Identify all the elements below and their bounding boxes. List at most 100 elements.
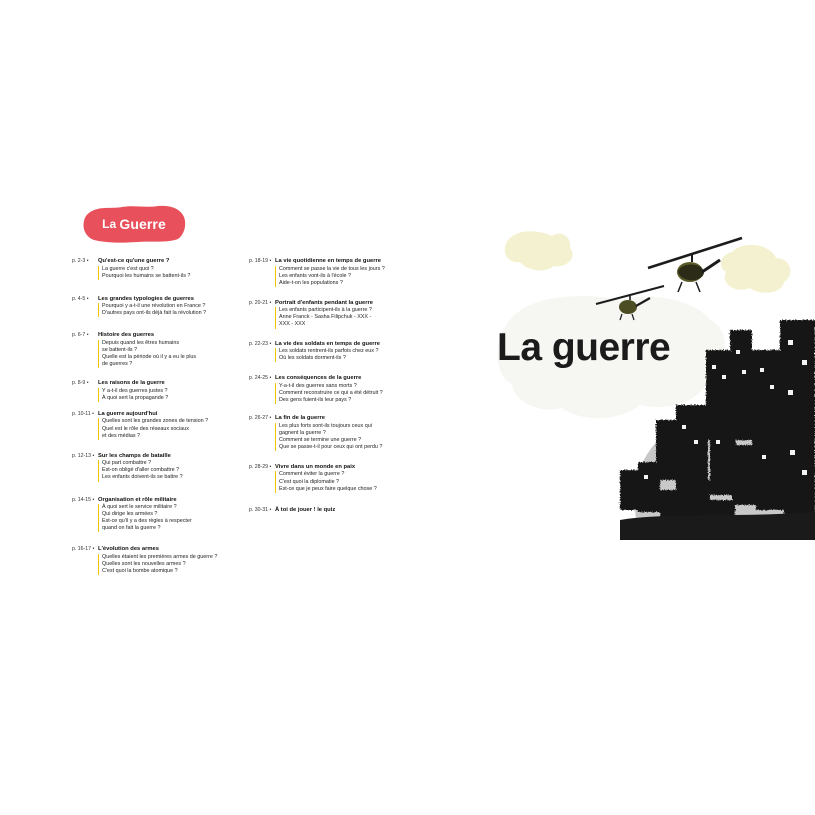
toc-question: C'est quoi la bombe atomique ? [102,568,178,575]
toc-question-list: Comment éviter la guerre ?C'est quoi la … [275,471,414,493]
toc-chapter-title: La fin de la guerre [275,415,325,422]
toc-question-list: Pourquoi y a-t-il une révolution en Fran… [98,303,247,318]
toc-question: Comment se termine une guerre ? [279,436,362,443]
toc-question: Pourquoi les humains se battent-ils ? [102,272,191,279]
toc-entry-header: p. 20-21 •Portrait d'enfants pendant la … [249,300,414,306]
toc-page-number: p. 20-21 • [249,299,272,306]
ruined-city-silhouette [620,320,815,530]
toc-entry-header: p. 8-9 • Les raisons de la guerre [72,380,247,386]
toc-question: Depuis quand les êtres humains se batten… [102,339,180,353]
toc-entry-header: p. 16-17 •L'évolution des armes [72,546,247,552]
toc-entry-header: p. 14-15 •Organisation et rôle militaire [72,497,247,503]
toc-question: C'est quoi la diplomatie ? [279,478,340,485]
toc-page-number: p. 6-7 • [72,332,89,339]
toc-entry-header: p. 30-31 •À toi de jouer ! le quiz [249,507,414,513]
toc-chapter-title: Qu'est-ce qu'une guerre ? [98,258,170,264]
toc-page-number: p. 12-13 • [72,452,95,459]
toc-question: Quel est le rôle des réseaux sociaux et … [102,425,189,439]
toc-entry-header: p. 4-5 • Les grandes typologies de guerre… [72,296,247,302]
toc-question-list: Quelles sont les grandes zones de tensio… [98,418,247,440]
toc-chapter-title: Organisation et rôle militaire [98,496,177,503]
toc-question: Les soldats rentrent-ils parfois chez eu… [279,348,379,355]
toc-chapter-title: Les conséquences de la guerre [275,375,362,382]
toc-page-number: p. 22-23 • [249,340,272,347]
toc-page-number: p. 4-5 • [72,295,89,302]
toc-entry: p. 18-19 •La vie quotidienne en temps de… [249,258,414,287]
toc-question-list: À quoi sert le service militaire ?Qui di… [98,504,247,533]
toc-chapter-title: La vie des soldats en temps de guerre [275,340,381,347]
toc-entry-header: p. 22-23 •La vie des soldats en temps de… [249,341,414,347]
toc-question: La guerre c'est quoi ? [102,265,154,272]
toc-question-list: Les enfants participent-ils à la guerre … [275,307,414,329]
toc-page-number: p. 10-11 • [72,410,94,417]
toc-question-list: Depuis quand les êtres humains se batten… [98,339,247,369]
toc-entry-header: p. 2-3 •Qu'est-ce qu'une guerre ? [72,258,247,264]
toc-entry-header: p. 24-25 •Les conséquences de la guerre [249,375,414,381]
toc-chapter-title: La guerre aujourd'hui [98,410,158,417]
helicopter-large-icon [647,236,743,293]
toc-question-list: Les plus forts sont-ils toujours ceux qu… [275,422,414,451]
toc-question-list: La guerre c'est quoi ?Pourquoi les humai… [98,265,247,280]
toc-entry-header: p. 6-7 • Histoire des guerres [72,332,247,338]
toc-question: Les enfants participent-ils à la guerre … [279,307,372,314]
toc-question: À quoi sert le service militaire ? [102,504,177,510]
toc-question: Anne Franck - Sasha Filipchuk - XXX - XX… [279,314,372,328]
smoke-cloud [497,296,725,419]
toc-question: Comment éviter la guerre ? [279,471,345,478]
toc-question-list: Y-a-t-il des guerres sans morts ?Comment… [275,382,414,405]
toc-question: Les enfants doivent-ils se battre ? [102,474,183,481]
toc-entry: p. 30-31 •À toi de jouer ! le quiz [249,507,414,513]
toc-question: Des gens fuient-ils leur pays ? [279,396,352,403]
toc-question: Qui dirige les armées ? [102,511,158,518]
badge-word-2: Guerre [119,216,166,232]
toc-column-right: p. 18-19 •La vie quotidienne en temps de… [249,258,414,513]
toc-entry-header: p. 26-27 •La fin de la guerre [249,415,414,421]
badge-word-1: La [102,217,117,231]
toc-question-list: Les soldats rentrent-ils parfois chez eu… [275,348,414,363]
toc-page-number: p. 8-9 • [72,380,89,387]
toc-entry: p. 4-5 • Les grandes typologies de guerre… [72,296,247,318]
badge-label: La Guerre [82,205,186,243]
toc-page-number: p. 24-25 • [249,375,272,382]
toc-question: Est-ce que je peux faire quelque chose ? [279,485,377,492]
ground [620,512,815,540]
toc-question-list: Quelles étaient les premières armes de g… [98,553,247,576]
toc-question: Y a-t-il des guerres justes ? [102,387,168,394]
toc-entry: p. 22-23 •La vie des soldats en temps de… [249,341,414,363]
section-badge: La Guerre [82,205,186,243]
toc-question: D'autres pays ont-ils déjà fait la révol… [102,310,207,317]
toc-entry-header: p. 12-13 •Sur les champs de bataille [72,453,247,459]
toc-chapter-title: Histoire des guerres [98,332,155,339]
toc-question: Qui part combattre ? [102,460,152,467]
toc-question: Comment se passe la vie de tous les jour… [279,265,385,272]
toc-entry: p. 2-3 •Qu'est-ce qu'une guerre ?La guer… [72,258,247,280]
toc-question: Les enfants vont-ils à l'école ? [279,272,352,279]
toc-question: Quelle est la période où il y a eu le pl… [102,354,197,368]
toc-chapter-title: Portrait d'enfants pendant la guerre [275,299,374,306]
toc-question: Où les soldats dorment-ils ? [279,355,346,362]
toc-question: Est-ce qu'il y a des règles à respecter … [102,518,192,532]
toc-chapter-title: Vivre dans un monde en paix [275,463,356,470]
toc-chapter-title: Les raisons de la guerre [98,380,165,387]
toc-chapter-title: À toi de jouer ! le quiz [275,506,336,513]
toc-question: Quelles sont les nouvelles armes ? [102,560,186,567]
toc-chapter-title: Sur les champs de bataille [98,452,171,459]
toc-entry: p. 20-21 •Portrait d'enfants pendant la … [249,300,414,329]
toc-page-number: p. 30-31 • [249,506,272,513]
toc-question: À quoi sert la propagande ? [102,394,169,401]
toc-question: Quelles étaient les premières armes de g… [102,553,218,560]
helicopter-small-icon [595,285,665,321]
badge-cloud-shape [83,205,186,243]
toc-question: Y-a-t-il des guerres sans morts ? [279,382,357,389]
toc-chapter-title: Les grandes typologies de guerres [98,295,194,302]
toc-chapter-title: L'évolution des armes [98,546,159,553]
toc-question: Comment reconstruire ce qui a été détrui… [279,389,383,396]
